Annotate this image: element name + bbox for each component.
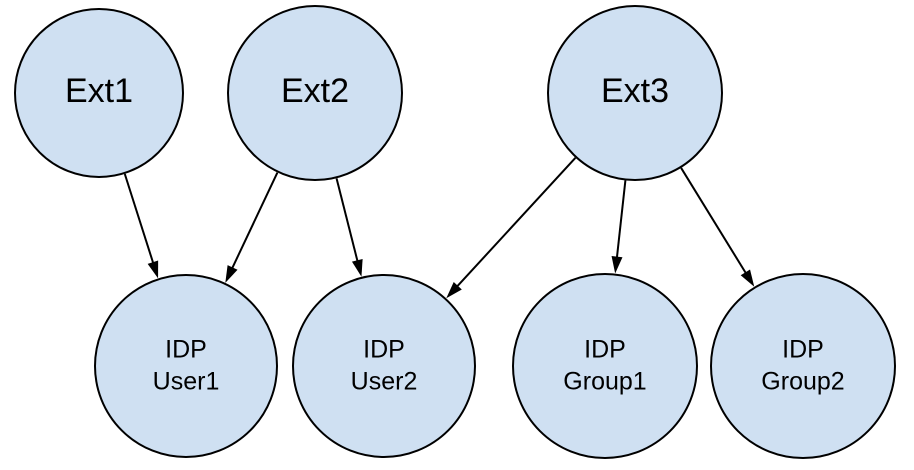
node-shape-circle[interactable]	[512, 273, 698, 459]
node-shape-circle[interactable]	[14, 8, 184, 178]
edge-ext2-to-user2	[335, 178, 363, 277]
nodes-layer: Ext1 Ext2 Ext3IDPUser1IDPUser2IDPGroup1IDP…	[14, 5, 896, 459]
node-ext2[interactable]: Ext2	[227, 5, 403, 181]
node-shape-circle[interactable]	[547, 5, 723, 181]
edge-line	[230, 172, 279, 271]
edge-line	[455, 157, 577, 289]
edge-ext1-to-user1	[123, 173, 159, 279]
edge-ext3-to-group2	[680, 167, 755, 287]
node-ext3[interactable]: Ext3	[547, 5, 723, 181]
edge-line	[680, 167, 748, 276]
arrowhead-icon	[446, 282, 462, 299]
node-shape-circle[interactable]	[710, 273, 896, 459]
edge-line	[123, 173, 155, 266]
edge-ext3-to-group1	[611, 180, 627, 274]
arrowhead-icon	[225, 265, 238, 283]
edge-line	[615, 180, 627, 260]
node-shape-circle[interactable]	[227, 5, 403, 181]
edge-ext3-to-user2	[446, 157, 577, 299]
arrowhead-icon	[740, 269, 755, 287]
node-shape-circle[interactable]	[94, 274, 278, 458]
edge-ext2-to-user1	[225, 172, 279, 283]
arrowhead-icon	[611, 256, 623, 274]
arrowhead-icon	[147, 260, 159, 279]
edges-layer	[123, 157, 755, 299]
edge-line	[335, 178, 359, 264]
arrowhead-icon	[351, 258, 363, 277]
node-shape-circle[interactable]	[292, 274, 476, 458]
node-ext1[interactable]: Ext1	[14, 8, 184, 178]
